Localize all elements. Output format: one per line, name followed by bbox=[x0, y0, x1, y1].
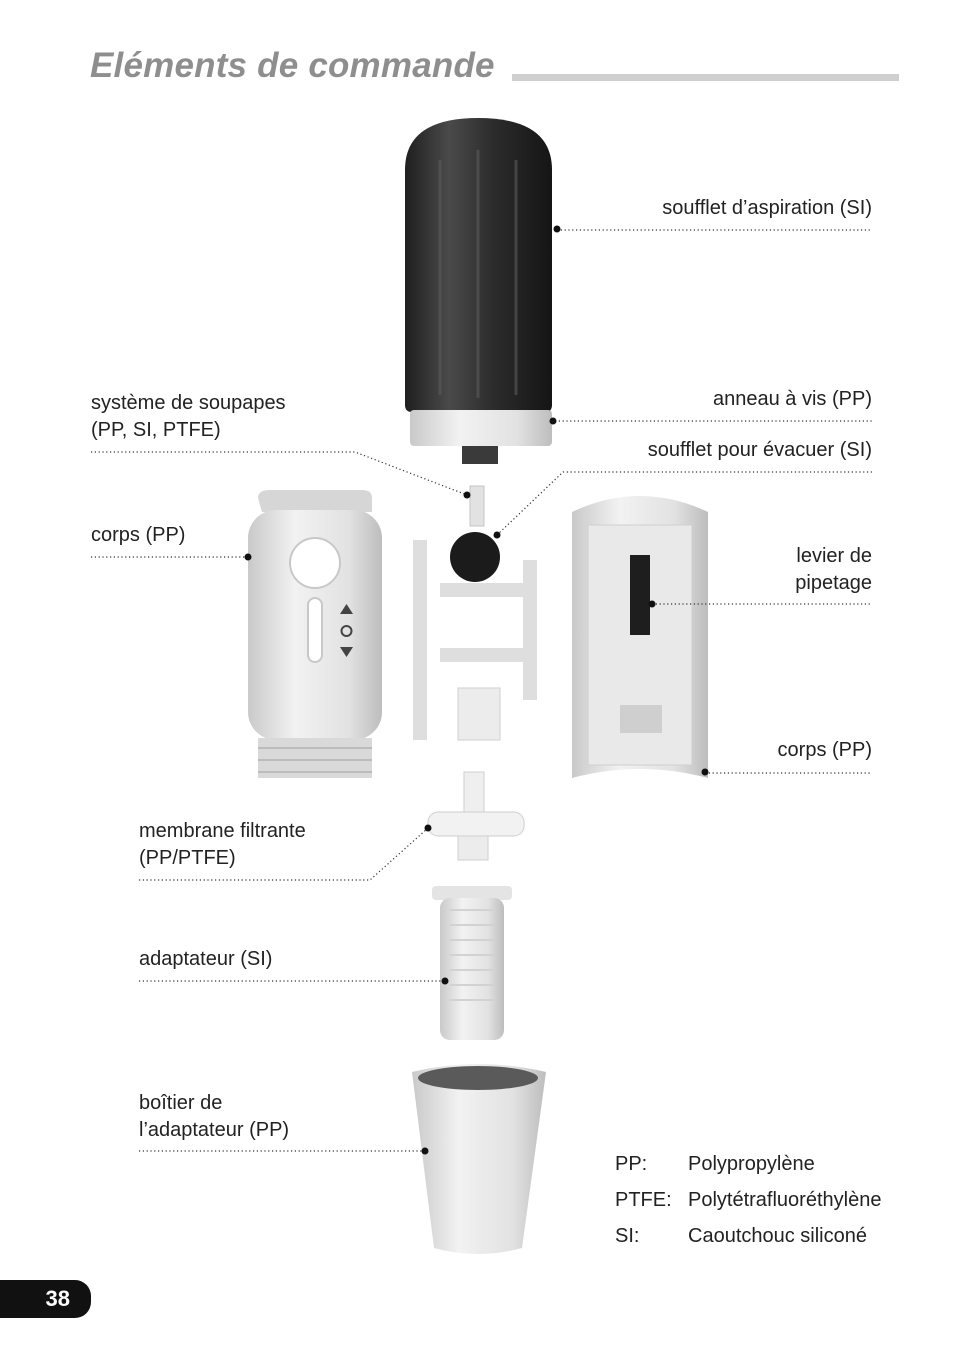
label-pipetting-lever-line2: pipetage bbox=[795, 572, 872, 594]
label-adapter-housing-line2: l’adaptateur (PP) bbox=[139, 1119, 290, 1141]
label-adapter: adaptateur (SI) bbox=[139, 948, 273, 970]
label-left-body: corps (PP) bbox=[91, 524, 186, 546]
label-suction-bulb: soufflet d’aspiration (SI) bbox=[662, 197, 872, 219]
valve-system bbox=[413, 485, 537, 741]
right-body-part bbox=[572, 496, 708, 778]
label-valve-system-line1: système de soupapes bbox=[91, 392, 286, 414]
suction-bulb bbox=[405, 118, 552, 412]
left-body-part bbox=[248, 490, 382, 778]
legend-text: Polytétrafluoréthylène bbox=[688, 1188, 882, 1211]
legend-abbr: PP: bbox=[615, 1152, 648, 1175]
label-pipetting-lever-line1: levier de bbox=[796, 545, 872, 567]
legend-text: Polypropylène bbox=[688, 1152, 815, 1175]
bulb-stem bbox=[462, 446, 498, 464]
filter-membrane bbox=[427, 771, 525, 861]
label-valve-system-line2: (PP, SI, PTFE) bbox=[91, 419, 221, 441]
screw-ring bbox=[410, 410, 552, 446]
label-exhaust-bulb: soufflet pour évacuer (SI) bbox=[647, 439, 872, 461]
page-number: 38 bbox=[45, 1286, 70, 1311]
legend-row: PTFE: Polytétrafluoréthylène bbox=[615, 1182, 881, 1218]
label-screw-ring: anneau à vis (PP) bbox=[713, 388, 872, 410]
label-pipetting-lever: levier de pipetage bbox=[795, 543, 872, 597]
label-filter-membrane-line1: membrane filtrante bbox=[139, 820, 306, 842]
adapter-housing bbox=[412, 1064, 546, 1254]
label-adapter-housing-line1: boîtier de bbox=[139, 1092, 223, 1114]
legend-abbr: PTFE: bbox=[615, 1188, 672, 1211]
page-number-tab bbox=[0, 1280, 91, 1318]
label-adapter-housing: boîtier de l’adaptateur (PP) bbox=[139, 1090, 289, 1144]
legend-abbr: SI: bbox=[615, 1224, 640, 1247]
label-filter-membrane-line2: (PP/PTFE) bbox=[139, 847, 236, 869]
material-legend: PP: Polypropylène PTFE: Polytétrafluorét… bbox=[615, 1146, 881, 1254]
legend-row: PP: Polypropylène bbox=[615, 1146, 881, 1182]
page-title: Eléments de commande bbox=[90, 46, 495, 85]
label-right-body: corps (PP) bbox=[777, 739, 872, 761]
adapter bbox=[432, 886, 512, 1040]
label-valve-system: système de soupapes (PP, SI, PTFE) bbox=[91, 390, 286, 444]
title-rule bbox=[512, 74, 899, 81]
legend-text: Caoutchouc siliconé bbox=[688, 1224, 867, 1247]
legend-row: SI: Caoutchouc siliconé bbox=[615, 1218, 881, 1254]
label-filter-membrane: membrane filtrante (PP/PTFE) bbox=[139, 818, 306, 872]
